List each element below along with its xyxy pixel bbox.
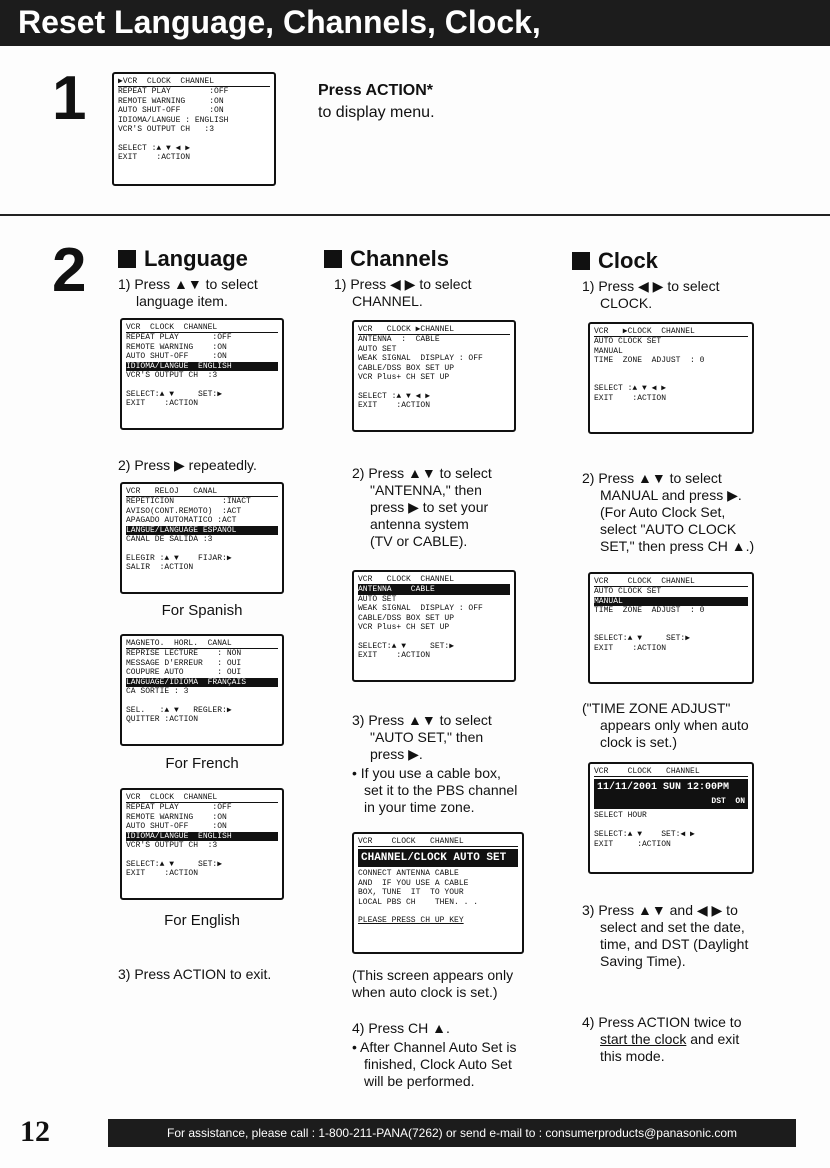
english-caption: For English: [164, 912, 240, 929]
channels-heading: Channels: [324, 246, 449, 272]
auto-set-screen: VCR CLOCK CHANNEL CHANNEL/CLOCK AUTO SET…: [352, 832, 524, 954]
english-menu-screen: VCR CLOCK CHANNEL REPEAT PLAY :OFF REMOT…: [120, 788, 284, 900]
antenna-menu-screen: VCR CLOCK CHANNEL ANTENNA CABLE AUTO SET…: [352, 570, 516, 682]
manual-clock-screen: VCR CLOCK CHANNEL AUTO CLOCK SET MANUAL …: [588, 572, 754, 684]
channels-note: (This screen appears only when auto cloc…: [352, 967, 514, 1000]
channels-step-2: 2) Press ▲▼ to select "ANTENNA," then pr…: [352, 465, 492, 549]
spanish-menu-screen: VCR RELOJ CANAL REPETICION :INACT AVISO(…: [120, 482, 284, 594]
channels-step-4: 4) Press CH ▲. • After Channel Auto Set …: [352, 1020, 517, 1089]
clock-note: ("TIME ZONE ADJUST" appears only when au…: [582, 700, 749, 750]
clock-step-4: 4) Press ACTION twice to start the clock…: [582, 1014, 742, 1064]
set-date-time-screen: VCR CLOCK CHANNEL 11/11/2001 SUN 12:00PM…: [588, 762, 754, 874]
page-number: 12: [20, 1115, 50, 1148]
channel-menu-screen: VCR CLOCK ▶CHANNEL ANTENNA : CABLE AUTO …: [352, 320, 516, 432]
assistance-footer: For assistance, please call : 1-800-211-…: [108, 1119, 796, 1147]
section-divider: [0, 214, 830, 216]
language-step-1: 1) Press ▲▼ to select language item.: [118, 276, 258, 309]
language-heading: Language: [118, 246, 248, 272]
clock-step-2: 2) Press ▲▼ to select MANUAL and press ▶…: [582, 470, 755, 554]
page-title: Reset Language, Channels, Clock,: [18, 4, 541, 40]
step-2-number: 2: [52, 236, 87, 305]
square-bullet-icon: [118, 250, 136, 268]
language-menu-screen: VCR CLOCK CHANNEL REPEAT PLAY :OFF REMOT…: [120, 318, 284, 430]
clock-heading: Clock: [572, 248, 658, 274]
step-1-menu-screen: ▶VCR CLOCK CHANNEL REPEAT PLAY :OFF REMO…: [112, 72, 276, 186]
title-bar: Reset Language, Channels, Clock,: [0, 0, 830, 46]
language-step-2: 2) Press ▶ repeatedly.: [118, 457, 257, 473]
square-bullet-icon: [572, 252, 590, 270]
clock-step-3: 3) Press ▲▼ and ◀ ▶ to select and set th…: [582, 902, 749, 969]
step-1-number: 1: [52, 64, 87, 133]
channels-step-3: 3) Press ▲▼ to select "AUTO SET," then p…: [352, 712, 518, 815]
french-menu-screen: MAGNETO. HORL. CANAL REPRISE LECTURE : N…: [120, 634, 284, 746]
channels-step-1: 1) Press ◀ ▶ to select CHANNEL.: [334, 276, 472, 309]
language-step-3: 3) Press ACTION to exit.: [118, 966, 272, 982]
square-bullet-icon: [324, 250, 342, 268]
french-caption: For French: [165, 755, 239, 772]
clock-menu-screen: VCR ▶CLOCK CHANNEL AUTO CLOCK SET MANUAL…: [588, 322, 754, 434]
clock-step-1: 1) Press ◀ ▶ to select CLOCK.: [582, 278, 720, 311]
step-1-instruction: Press ACTION* to display menu.: [318, 82, 435, 121]
spanish-caption: For Spanish: [161, 602, 243, 619]
